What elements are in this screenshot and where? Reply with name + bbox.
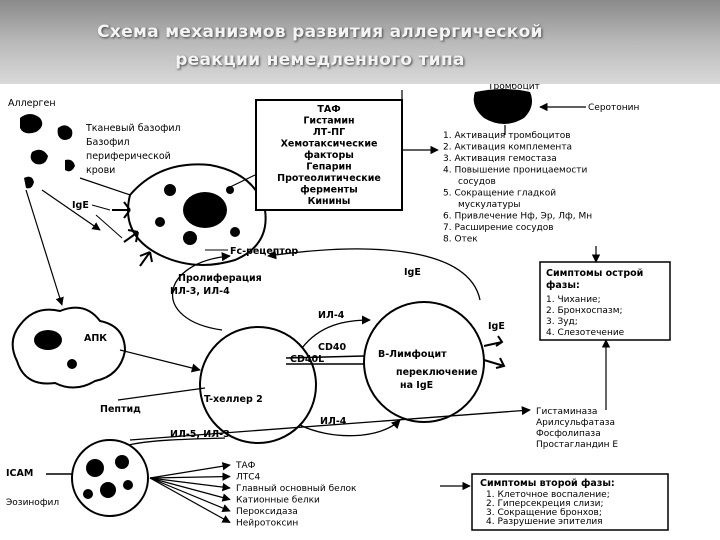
effect-item: сосудов bbox=[458, 177, 496, 187]
il4-mid-label: ИЛ-4 bbox=[318, 310, 345, 321]
eosinophil-product-arrow bbox=[149, 472, 231, 481]
effect-item: 2. Активация комплемента bbox=[443, 143, 572, 153]
effect-item: 8. Отек bbox=[443, 235, 478, 245]
cd40l-label: CD40L bbox=[290, 354, 324, 365]
allergy-mechanism-diagram: Аллерген Тканевый базофил Базофил перифе… bbox=[6, 84, 671, 531]
allergen-particles bbox=[20, 114, 75, 189]
eosinophil-label: Эозинофил bbox=[6, 498, 59, 508]
basophil-label-2: Базофил bbox=[86, 137, 130, 148]
effect-item: 4. Повышение проницаемости bbox=[443, 166, 588, 176]
apc-label: АПК bbox=[84, 333, 107, 344]
effect-item: мускулатуры bbox=[458, 200, 520, 210]
late-phase-box bbox=[471, 473, 669, 531]
thrombocyte-label: Тромбоцит bbox=[487, 84, 540, 92]
mediator-item: Гистамин bbox=[303, 116, 354, 127]
icam-label: ICAM bbox=[6, 468, 33, 479]
title-bar: Схема механизмов развития аллергической … bbox=[0, 0, 720, 84]
fc-receptor-label: Fc-рецептор bbox=[230, 246, 298, 257]
eosinophil-product: Катионные белки bbox=[236, 496, 320, 506]
mediator-item: факторы bbox=[304, 150, 354, 161]
acute-phase-item: 4. Слезотечение bbox=[546, 328, 625, 338]
ige-left-label: IgE bbox=[72, 200, 89, 211]
late-phase-item: 2. Гиперсекреция слизи; bbox=[486, 499, 604, 509]
b-lymphocyte-label: B-Лимфоцит bbox=[378, 349, 447, 360]
enzyme-item: Арилсульфатаза bbox=[536, 418, 615, 428]
eosinophil-product-arrow bbox=[149, 462, 231, 479]
slide-title-line1: Схема механизмов развития аллергической bbox=[97, 22, 543, 42]
acute-phase-heading: фазы: bbox=[546, 280, 580, 291]
eosinophil-product: Пероксидаза bbox=[236, 507, 298, 517]
switching-label-1: переключение bbox=[396, 367, 478, 378]
late-phase-item: 1. Клеточное воспаление; bbox=[486, 490, 610, 500]
basophil-label-3: периферической bbox=[86, 151, 171, 162]
mediator-item: ферменты bbox=[300, 185, 358, 196]
t-helper-cell bbox=[199, 326, 317, 444]
mediator-item: ЛТ-ПГ bbox=[313, 127, 345, 138]
peptide-label: Пептид bbox=[100, 404, 141, 415]
eosinophil-product: ТАФ bbox=[235, 461, 256, 471]
eosinophil-cell bbox=[71, 439, 149, 517]
eosinophil-product: Нейротоксин bbox=[236, 519, 298, 529]
apc-cell bbox=[11, 306, 127, 389]
eosinophil-product: Главный основный белок bbox=[236, 484, 357, 494]
acute-phase-item: 1. Чихание; bbox=[546, 295, 601, 305]
effect-item: 5. Сокращение гладкой bbox=[443, 189, 556, 199]
b-lymphocyte-cell bbox=[363, 301, 485, 423]
mediator-item: ТАФ bbox=[317, 104, 340, 115]
switching-label-2: на IgE bbox=[400, 380, 433, 391]
effect-item: 3. Активация гемостаза bbox=[443, 154, 557, 164]
enzyme-item: Простагландин Е bbox=[536, 440, 618, 450]
ige-right-label: IgE bbox=[404, 267, 421, 278]
late-phase-item: 3. Сокращение бронхов; bbox=[486, 508, 602, 518]
effect-item: 1. Активация тромбоцитов bbox=[443, 131, 571, 141]
enzyme-item: Фосфолипаза bbox=[536, 429, 601, 439]
effect-item: 7. Расширение сосудов bbox=[443, 223, 554, 233]
acute-phase-item: 3. Зуд; bbox=[546, 317, 578, 327]
proliferation-label-2: ИЛ-3, ИЛ-4 bbox=[170, 286, 230, 297]
eosinophil-product-arrow bbox=[149, 477, 231, 502]
slide-title-line2: реакции немедленного типа bbox=[175, 50, 465, 70]
late-phase-heading: Симптомы второй фазы: bbox=[480, 478, 615, 489]
mediators-box bbox=[255, 99, 403, 211]
ige-bcell-label: IgE bbox=[488, 321, 505, 332]
late-phase-item: 4. Разрушение эпителия bbox=[486, 517, 603, 527]
basophil-label-4: крови bbox=[86, 165, 115, 176]
effect-item: 6. Привлечение Нф, Эр, Лф, Мн bbox=[443, 212, 592, 222]
serotonin-label: Серотонин bbox=[588, 103, 640, 113]
allergen-label: Аллерген bbox=[8, 98, 56, 109]
t-helper-label: T-хеллер 2 bbox=[204, 394, 263, 405]
basophil-label-1: Тканевый базофил bbox=[85, 123, 181, 134]
enzyme-item: Гистаминаза bbox=[536, 407, 597, 417]
acute-phase-item: 2. Бронхоспазм; bbox=[546, 306, 623, 316]
mediator-item: Хемотаксические bbox=[281, 139, 378, 150]
thrombocyte-shape bbox=[473, 89, 532, 124]
eosinophil-product: ЛТС4 bbox=[236, 473, 261, 483]
proliferation-label-1: Пролиферация bbox=[178, 273, 262, 284]
eosinophil-product-arrow bbox=[149, 477, 231, 492]
mediator-item: Гепарин bbox=[306, 162, 352, 173]
mediator-item: Протеолитические bbox=[277, 173, 381, 184]
mediator-item: Кинины bbox=[308, 196, 351, 207]
il4-low-label: ИЛ-4 bbox=[320, 416, 347, 427]
cd40-label: CD40 bbox=[318, 342, 346, 353]
eosinophil-product-arrow bbox=[149, 477, 231, 524]
acute-phase-heading: Симптомы острой bbox=[546, 268, 643, 279]
eosinophil-product-arrow bbox=[149, 477, 231, 512]
